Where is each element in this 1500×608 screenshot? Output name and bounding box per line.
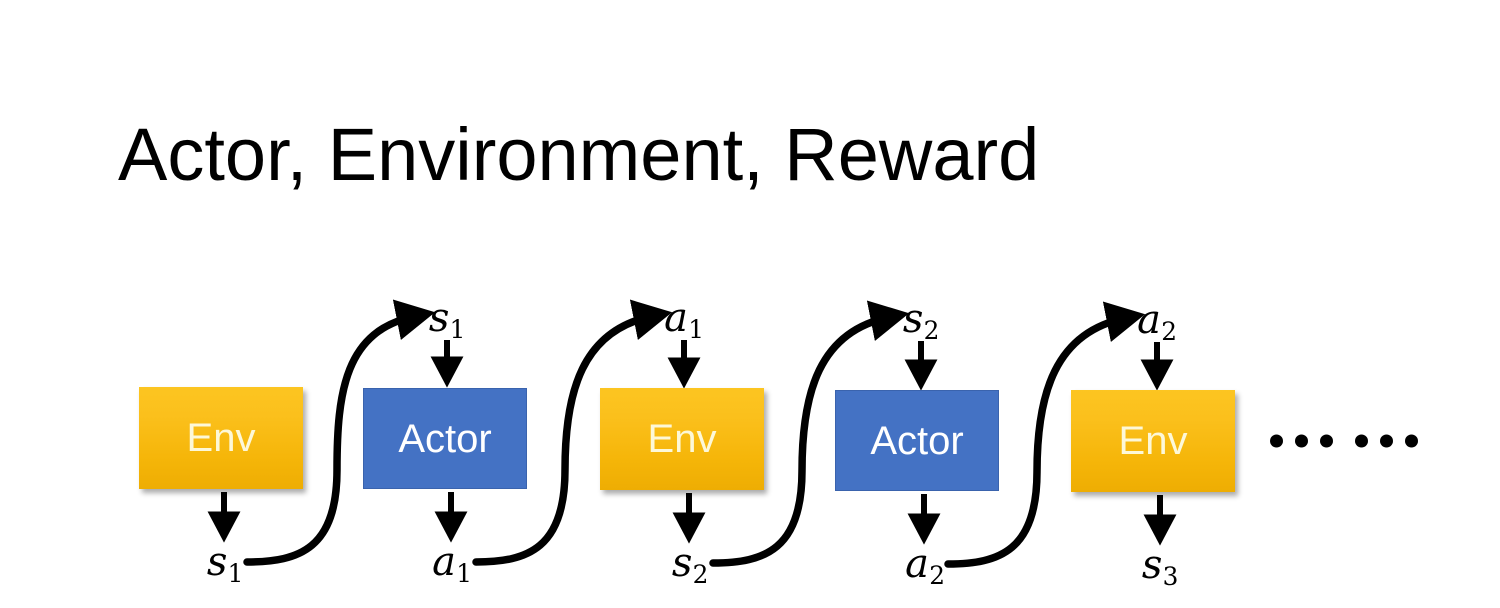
node-env-2-label: Env bbox=[647, 417, 717, 461]
feedback-curve-group bbox=[243, 299, 1146, 568]
label-bottom-a2-base: a bbox=[905, 541, 930, 587]
label-top-a2-sub: 2 bbox=[1161, 316, 1178, 346]
ellipsis-dot bbox=[1270, 434, 1283, 448]
node-env-3[interactable]: Env bbox=[1071, 390, 1235, 492]
label-bottom-s3: s3 bbox=[1141, 542, 1179, 589]
ellipsis-dot bbox=[1405, 434, 1418, 448]
node-actor-2[interactable]: Actor bbox=[835, 390, 999, 491]
label-top-s2-sub: 2 bbox=[923, 315, 940, 345]
node-env-1[interactable]: Env bbox=[139, 387, 303, 489]
curve-s1-to-actor1 bbox=[243, 299, 436, 566]
label-bottom-s1-base: s bbox=[206, 539, 228, 585]
ellipsis-dot bbox=[1320, 434, 1333, 448]
label-bottom-a2-sub: 2 bbox=[929, 560, 946, 590]
label-top-a2: a2 bbox=[1137, 297, 1177, 344]
label-bottom-s2: s2 bbox=[671, 540, 709, 587]
label-top-s1-base: s bbox=[428, 295, 450, 341]
label-bottom-a1: a1 bbox=[432, 539, 472, 586]
node-actor-1-label: Actor bbox=[398, 416, 492, 461]
label-bottom-s2-sub: 2 bbox=[692, 559, 709, 589]
label-top-a1: a1 bbox=[664, 295, 704, 342]
label-top-s2-base: s bbox=[902, 296, 924, 342]
label-bottom-a1-sub: 1 bbox=[456, 558, 473, 588]
node-actor-2-label: Actor bbox=[870, 418, 964, 463]
label-top-a1-base: a bbox=[664, 295, 689, 341]
ellipsis-dot bbox=[1380, 434, 1393, 448]
label-bottom-s1: s1 bbox=[206, 539, 244, 586]
curve-a1-to-env2 bbox=[472, 299, 673, 566]
curve-a2-to-env3 bbox=[944, 301, 1146, 568]
ellipsis-dot bbox=[1355, 434, 1368, 448]
label-top-s1-sub: 1 bbox=[449, 314, 466, 344]
node-env-3-label: Env bbox=[1118, 419, 1188, 463]
ellipsis-dot bbox=[1295, 434, 1308, 448]
label-bottom-s3-base: s bbox=[1141, 542, 1163, 588]
label-top-s2: s2 bbox=[902, 296, 940, 343]
arrow-down-group bbox=[207, 340, 1177, 546]
label-bottom-s3-sub: 3 bbox=[1162, 561, 1179, 591]
label-bottom-a2: a2 bbox=[905, 541, 945, 588]
curve-s2-to-actor2 bbox=[709, 300, 910, 567]
label-top-a2-base: a bbox=[1137, 297, 1162, 343]
node-env-1-label: Env bbox=[186, 416, 256, 460]
label-bottom-a1-base: a bbox=[432, 539, 457, 585]
label-bottom-s1-sub: 1 bbox=[227, 558, 244, 588]
page-title: Actor, Environment, Reward bbox=[118, 113, 1040, 196]
label-top-s1: s1 bbox=[428, 295, 466, 342]
node-env-2[interactable]: Env bbox=[600, 388, 764, 490]
label-bottom-s2-base: s bbox=[671, 540, 693, 586]
label-top-a1-sub: 1 bbox=[688, 314, 705, 344]
ellipsis-continuation bbox=[1270, 434, 1418, 448]
node-actor-1[interactable]: Actor bbox=[363, 388, 527, 489]
